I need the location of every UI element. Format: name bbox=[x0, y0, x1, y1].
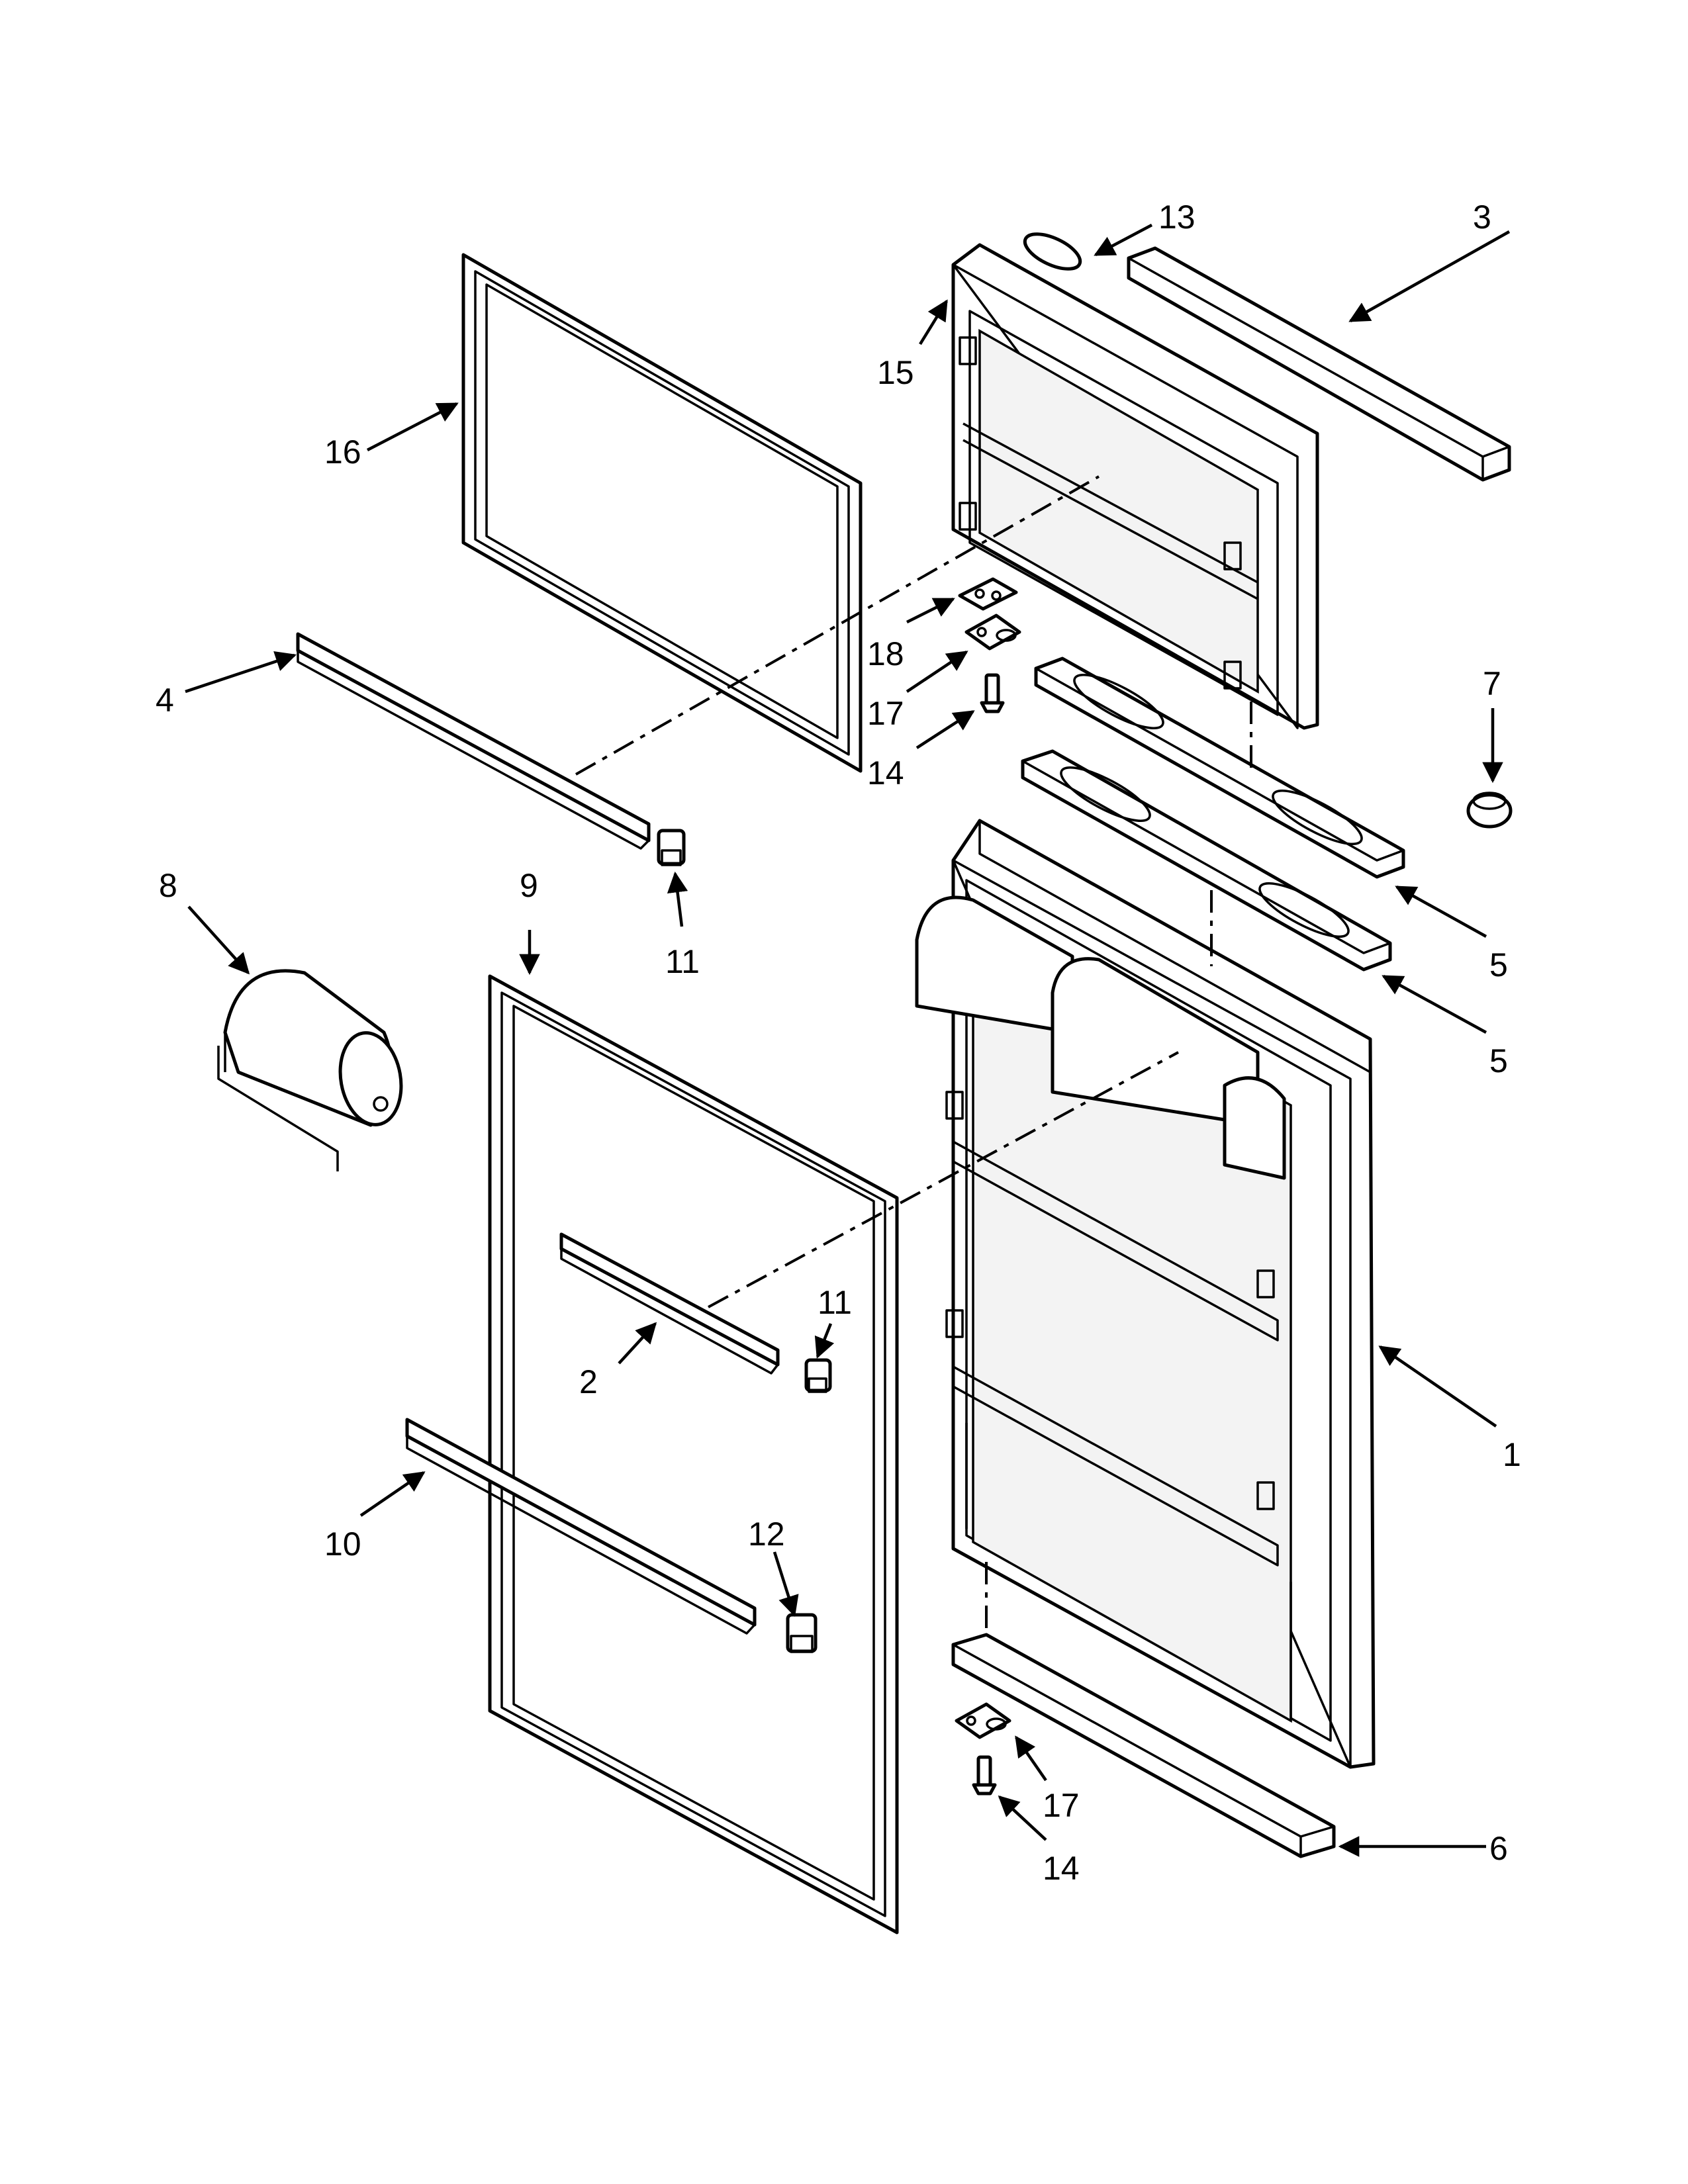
part-10-door-shelf-rail-lower bbox=[405, 1418, 757, 1635]
part-12-rail-end-cap bbox=[786, 1613, 818, 1653]
part-3-freezer-top-trim bbox=[1127, 246, 1511, 482]
part-7-hole-plug bbox=[1466, 792, 1513, 829]
callout-1: 1 bbox=[1503, 1436, 1521, 1473]
part-5-handle-trim-upper bbox=[1034, 657, 1405, 879]
callout-8: 8 bbox=[159, 867, 177, 904]
callout-5-lower: 5 bbox=[1489, 1042, 1508, 1079]
part-15-freezer-door bbox=[951, 243, 1319, 730]
callout-16: 16 bbox=[324, 433, 361, 471]
callout-9: 9 bbox=[520, 867, 538, 904]
alignment-lines bbox=[575, 475, 1252, 1635]
callout-10: 10 bbox=[324, 1525, 361, 1563]
callout-15: 15 bbox=[877, 354, 914, 391]
part-17-hinge-lower bbox=[955, 1702, 1011, 1739]
callout-labels: 13 3 15 16 18 17 14 4 7 8 9 11 5 5 11 2 … bbox=[156, 199, 1521, 1887]
callout-14-upper: 14 bbox=[867, 754, 904, 792]
callout-14-lower: 14 bbox=[1043, 1850, 1080, 1887]
callout-13: 13 bbox=[1158, 199, 1196, 236]
part-11-rail-end-cap-upper bbox=[657, 829, 686, 866]
part-8-utility-compartment bbox=[217, 969, 403, 1171]
callout-17-lower: 17 bbox=[1043, 1787, 1080, 1824]
part-5-handle-trim-lower bbox=[1021, 749, 1392, 972]
leader-arrows bbox=[185, 224, 1511, 1857]
part-17-hinge-upper bbox=[964, 614, 1021, 651]
part-18-hinge-shim-upper bbox=[958, 577, 1018, 611]
callout-18: 18 bbox=[867, 635, 904, 672]
part-4-freezer-door-rail bbox=[296, 632, 651, 850]
callout-11-upper: 11 bbox=[665, 943, 700, 980]
part-14-screw-lower bbox=[972, 1755, 997, 1796]
part-6-bottom-trim bbox=[951, 1633, 1336, 1858]
part-13-plug bbox=[1023, 232, 1082, 271]
callout-5-upper: 5 bbox=[1489, 946, 1508, 983]
callout-17-upper: 17 bbox=[867, 695, 904, 732]
part-2-door-shelf-rail bbox=[559, 1232, 780, 1375]
part-1-fresh-food-door bbox=[915, 819, 1376, 1769]
part-11-rail-end-cap-lower bbox=[804, 1358, 832, 1393]
callout-3: 3 bbox=[1473, 199, 1491, 236]
callout-12: 12 bbox=[748, 1516, 785, 1553]
callout-6: 6 bbox=[1489, 1830, 1508, 1867]
callout-2: 2 bbox=[579, 1363, 598, 1400]
callout-7: 7 bbox=[1483, 665, 1501, 702]
part-16-freezer-gasket bbox=[461, 253, 863, 773]
part-9-fresh-food-gasket bbox=[488, 974, 899, 1934]
part-14-screw-upper bbox=[980, 673, 1005, 713]
callout-11-lower: 11 bbox=[818, 1284, 852, 1321]
callout-4: 4 bbox=[156, 682, 174, 719]
